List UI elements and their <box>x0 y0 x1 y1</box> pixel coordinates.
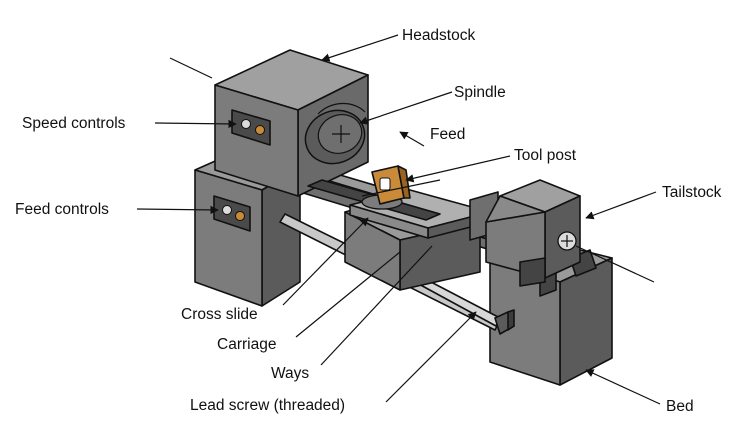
spindle-chuck-icon <box>304 102 366 165</box>
tool-post <box>361 165 441 210</box>
ways-leader <box>320 245 433 366</box>
label-speed-controls: Speed controls <box>22 115 126 132</box>
headstock-leader <box>321 34 399 62</box>
label-spindle: Spindle <box>454 84 506 101</box>
label-bed: Bed <box>666 398 694 415</box>
labels: Headstock Spindle Speed controls Feed To… <box>15 27 722 415</box>
label-feed: Feed <box>430 126 465 143</box>
label-carriage: Carriage <box>217 336 276 353</box>
tailstock-handwheel-icon <box>557 231 577 251</box>
cross-slide-leader <box>282 217 369 306</box>
tailstock-leader <box>585 191 657 220</box>
label-ways: Ways <box>271 365 309 382</box>
label-lead-screw: Lead screw (threaded) <box>190 397 345 414</box>
tailstock <box>469 179 581 287</box>
tool-post-leader <box>405 155 511 183</box>
speed-controls-leader <box>154 119 237 129</box>
label-feed-controls: Feed controls <box>15 201 109 218</box>
feed-knob-icon <box>222 205 245 221</box>
feed-controls-leader <box>136 205 219 215</box>
lead-screw-leader <box>385 311 477 403</box>
feed-arrow <box>399 131 425 147</box>
spindle-leader <box>359 91 453 125</box>
bed-leader <box>585 369 661 405</box>
speed-knob-icon <box>241 119 265 135</box>
label-cross-slide: Cross slide <box>181 306 258 323</box>
label-tailstock: Tailstock <box>662 184 722 201</box>
leaders <box>136 34 661 405</box>
label-headstock: Headstock <box>402 27 475 44</box>
label-tool-post: Tool post <box>514 147 577 164</box>
bed <box>489 239 613 386</box>
carriage-leader <box>295 251 401 338</box>
